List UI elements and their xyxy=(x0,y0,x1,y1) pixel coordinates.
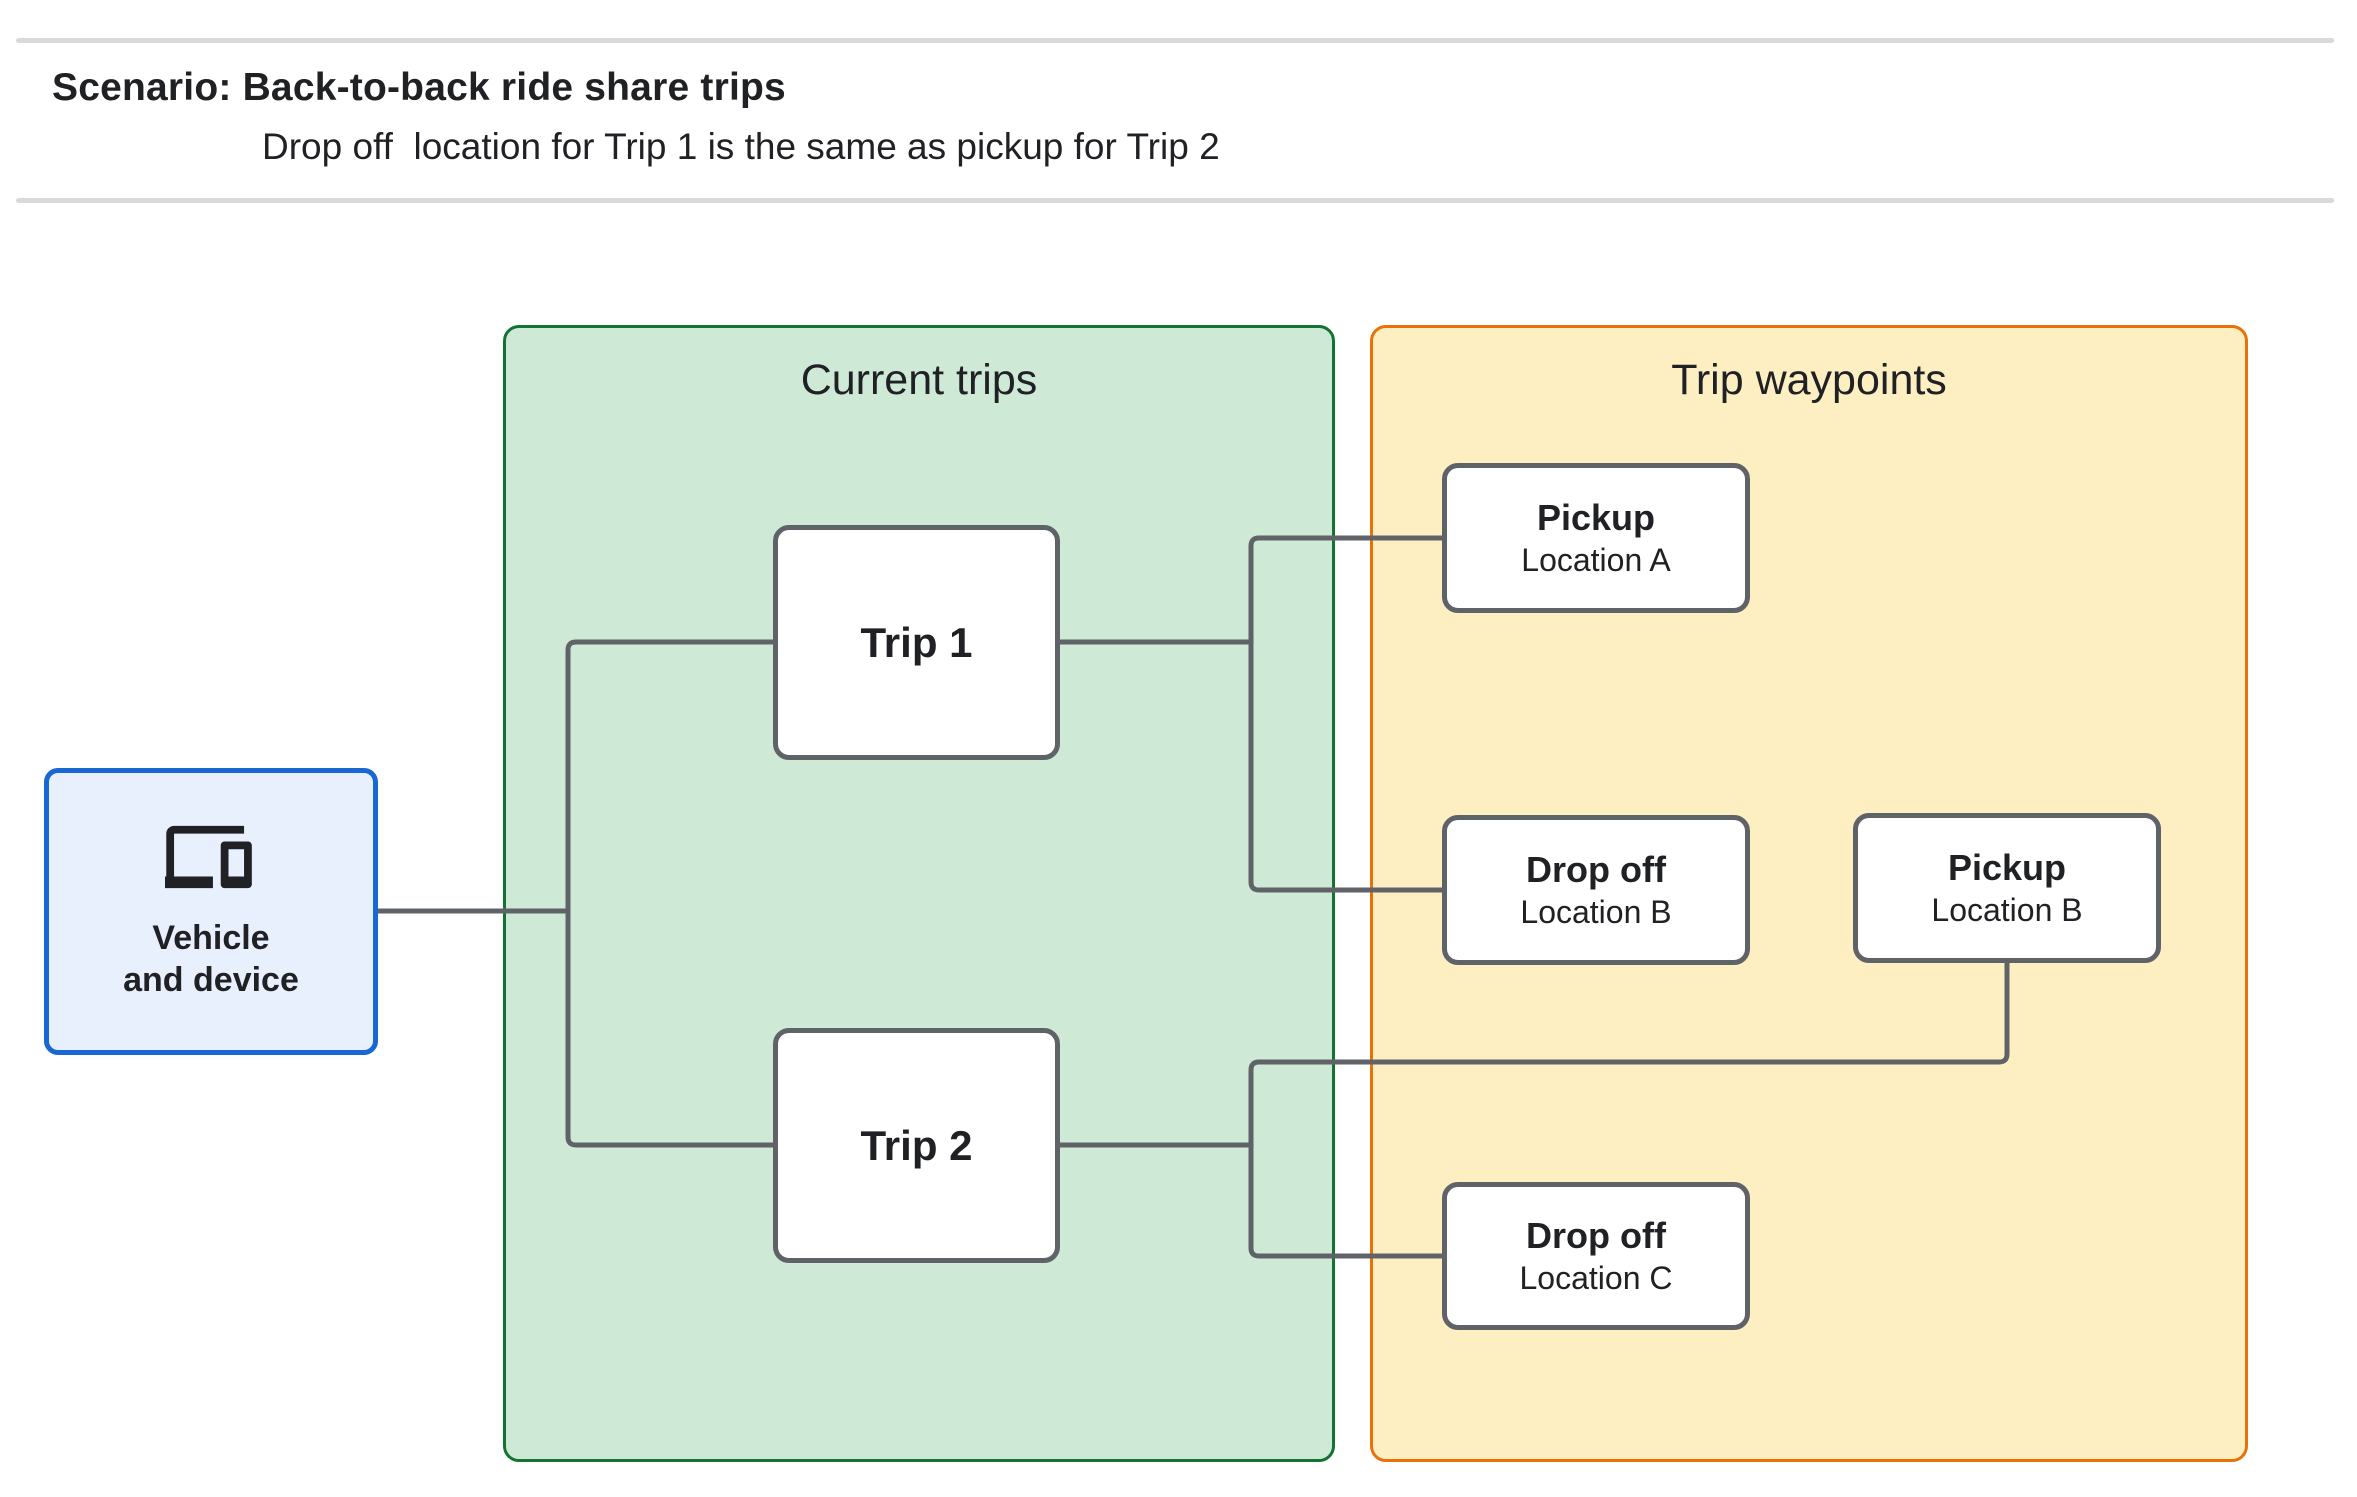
trip-2-label: Trip 2 xyxy=(860,1121,973,1169)
waypoint-title: Drop off xyxy=(1526,849,1666,891)
waypoint-title: Pickup xyxy=(1536,497,1656,539)
trip-1-node: Trip 1 xyxy=(773,525,1060,760)
devices-icon xyxy=(165,822,257,892)
vehicle-node-label: Vehicle and device xyxy=(123,918,299,1002)
waypoint-subtitle: Location B xyxy=(1520,893,1672,930)
current-trips-panel: Current trips xyxy=(503,325,1335,1462)
scenario-title: Scenario: Back-to-back ride share trips xyxy=(52,66,786,109)
waypoint-dropoff-location-c: Drop off Location C xyxy=(1442,1182,1750,1330)
waypoint-dropoff-location-b: Drop off Location B xyxy=(1442,815,1750,965)
waypoint-title: Pickup xyxy=(1947,847,2067,889)
waypoint-pickup-location-a: Pickup Location A xyxy=(1442,463,1750,613)
trip-2-node: Trip 2 xyxy=(773,1028,1060,1263)
top-divider xyxy=(16,38,2334,43)
trip-waypoints-title: Trip waypoints xyxy=(1671,356,1947,404)
trip-1-label: Trip 1 xyxy=(860,618,973,666)
header-divider xyxy=(16,198,2334,203)
waypoint-subtitle: Location B xyxy=(1931,891,2083,928)
vehicle-label-line2: and device xyxy=(123,960,299,999)
waypoint-subtitle: Location A xyxy=(1521,541,1671,578)
waypoint-pickup-location-b: Pickup Location B xyxy=(1853,813,2161,963)
vehicle-label-line1: Vehicle xyxy=(152,918,270,957)
waypoint-title: Drop off xyxy=(1526,1215,1666,1257)
waypoint-subtitle: Location C xyxy=(1519,1259,1673,1296)
vehicle-and-device-node: Vehicle and device xyxy=(44,768,378,1055)
scenario-subtitle: Drop off location for Trip 1 is the same… xyxy=(262,126,1220,167)
current-trips-title: Current trips xyxy=(800,356,1038,404)
